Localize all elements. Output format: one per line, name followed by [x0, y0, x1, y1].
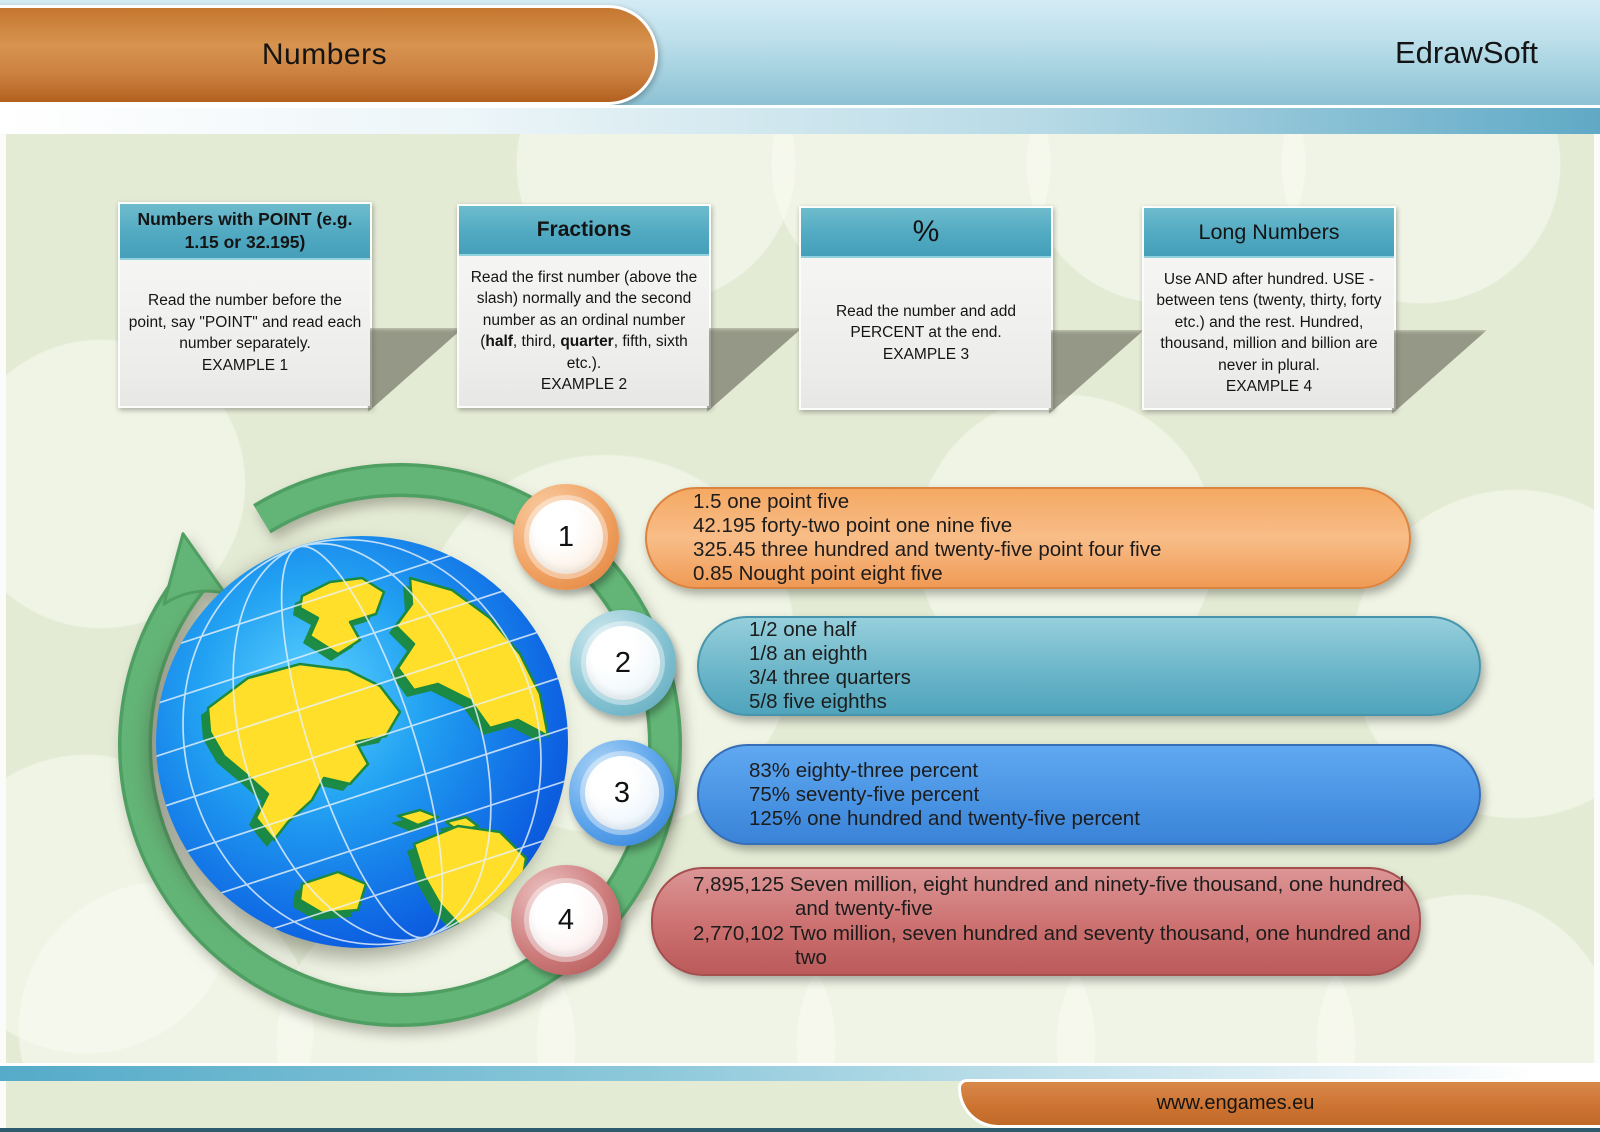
step-number: 2 — [586, 626, 660, 700]
example-lines: 7,895,125 Seven million, eight hundred a… — [693, 873, 1419, 971]
step-badge-3: 3 — [569, 740, 675, 846]
card-body: Read the number before the point, say "P… — [120, 260, 370, 406]
title-banner: Numbers — [0, 5, 658, 105]
example-row-long-numbers: 7,895,125 Seven million, eight hundred a… — [651, 867, 1421, 976]
example-line: 3/4 three quarters — [749, 666, 911, 689]
card-body-segment: half — [485, 333, 513, 350]
card-body-text: Read the number before the point, say "P… — [128, 290, 362, 355]
example-line: 1.5 one point five — [693, 490, 850, 513]
step-number: 3 — [585, 756, 659, 830]
card-body-text: Read the number and add PERCENT at the e… — [809, 301, 1043, 344]
example-line: 1/8 an eighth — [749, 642, 868, 665]
card-example-label: EXAMPLE 2 — [540, 376, 628, 393]
card-body-text: Use AND after hundred. USE - between ten… — [1152, 269, 1386, 377]
bottom-bar — [0, 1128, 1600, 1132]
brand-logo-text: EdrawSoft — [1394, 34, 1538, 70]
footer-divider — [0, 1063, 1600, 1066]
orbit-arrow-icon — [118, 463, 682, 1027]
example-line: 1/2 one half — [749, 618, 857, 641]
step-number: 4 — [529, 883, 603, 957]
example-line: 125% one hundred and twenty-five percent — [749, 806, 1140, 830]
card-body-segment: , fifth, sixth etc.). — [566, 333, 688, 372]
rule-card-point-numbers: Numbers with POINT (e.g. 1.15 or 32.195)… — [118, 202, 372, 408]
footer-gradient-strip — [0, 1066, 1600, 1081]
card-example-label: EXAMPLE 4 — [1225, 378, 1313, 395]
card-title: Numbers with POINT (e.g. 1.15 or 32.195) — [120, 204, 370, 260]
card-title: Long Numbers — [1144, 208, 1394, 258]
step-badge-4: 4 — [511, 865, 621, 975]
card-body-segment: quarter — [560, 333, 614, 350]
example-line: 7,895,125 Seven million, eight hundred a… — [693, 872, 1405, 921]
website-url[interactable]: www.engames.eu — [1156, 1092, 1315, 1114]
example-line: 83% eighty-three percent — [749, 758, 979, 782]
example-line: 325.45 three hundred and twenty-five poi… — [693, 538, 1162, 561]
rule-card-fractions: Fractions Read the first number (above t… — [457, 204, 711, 408]
card-body-segment: Read the number and add PERCENT at the e… — [835, 302, 1017, 342]
page-title: Numbers — [261, 38, 388, 71]
rule-card-percent: % Read the number and add PERCENT at the… — [799, 206, 1053, 410]
card-body: Read the number and add PERCENT at the e… — [801, 258, 1051, 408]
step-badge-1: 1 — [513, 484, 619, 590]
page-header: Numbers EdrawSoft — [0, 0, 1600, 105]
header-gradient-strip — [0, 108, 1600, 134]
card-body-segment: , third, — [512, 333, 561, 350]
card-title: Fractions — [459, 206, 709, 256]
footer-banner: www.engames.eu — [958, 1079, 1600, 1128]
card-body-segment: Use AND after hundred. USE - between ten… — [1156, 270, 1382, 374]
example-line: 5/8 five eighths — [749, 690, 887, 713]
step-number: 1 — [529, 500, 603, 574]
rule-card-long-numbers: Long Numbers Use AND after hundred. USE … — [1142, 206, 1396, 410]
card-body-segment: Read the number before the point, say "P… — [128, 292, 362, 352]
header-divider — [0, 105, 1600, 108]
card-body: Read the first number (above the slash) … — [459, 256, 709, 406]
card-title: % — [801, 208, 1051, 258]
card-example-label: EXAMPLE 3 — [882, 345, 970, 363]
example-line: 2,770,102 Two million, seven hundred and… — [693, 921, 1411, 970]
card-example-label: EXAMPLE 1 — [201, 356, 289, 374]
globe-icon — [156, 536, 568, 948]
example-line: 0.85 Nought point eight five — [693, 562, 943, 585]
card-body-segment: Read the first number (above the slash) … — [470, 268, 698, 351]
card-body: Use AND after hundred. USE - between ten… — [1144, 258, 1394, 408]
example-line: 42.195 forty-two point one nine five — [693, 514, 1013, 537]
step-badge-2: 2 — [570, 610, 676, 716]
example-line: 75% seventy-five percent — [749, 782, 980, 806]
card-body-text: Read the first number (above the slash) … — [467, 267, 701, 375]
